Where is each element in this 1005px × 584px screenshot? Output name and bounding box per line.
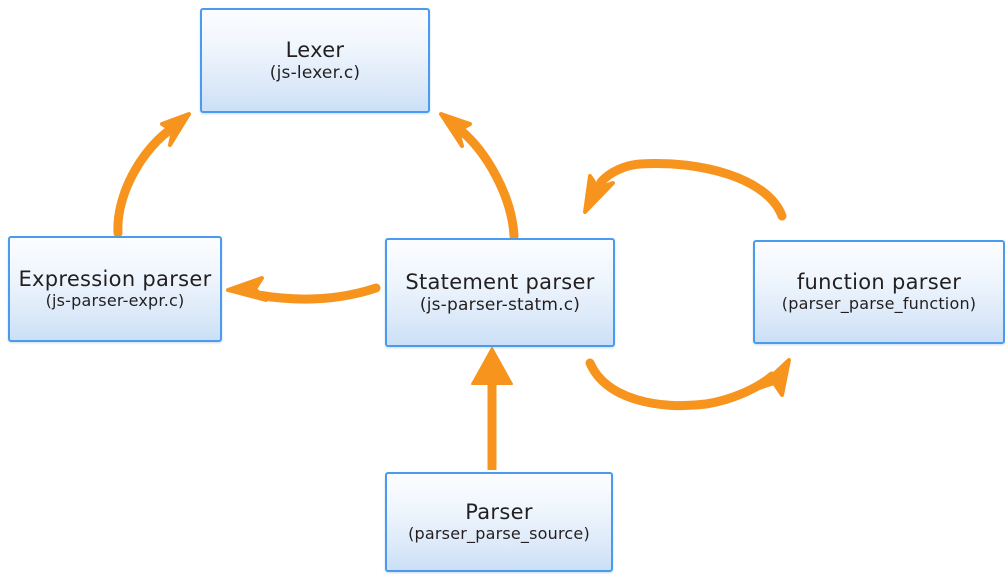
- node-statement-parser-subtitle: (js-parser-statm.c): [419, 295, 581, 316]
- node-function-parser-subtitle: (parser_parse_function): [781, 294, 977, 314]
- node-expression-parser[interactable]: Expression parser (js-parser-expr.c): [8, 236, 222, 342]
- node-parser-title: Parser: [465, 499, 533, 524]
- edge-statement-to-lexer: [439, 112, 519, 241]
- node-expression-parser-title: Expression parser: [18, 266, 212, 291]
- node-lexer-subtitle: (js-lexer.c): [269, 63, 361, 84]
- node-statement-parser[interactable]: Statement parser (js-parser-statm.c): [385, 238, 615, 347]
- edge-statement-to-expression: [226, 276, 381, 304]
- edge-function-to-statement: [583, 158, 787, 221]
- edge-parser-to-statement: [471, 347, 513, 470]
- node-statement-parser-title: Statement parser: [405, 269, 595, 294]
- edge-statement-to-function: [585, 358, 791, 411]
- node-lexer[interactable]: Lexer (js-lexer.c): [200, 8, 430, 113]
- node-parser-subtitle: (parser_parse_source): [408, 524, 590, 544]
- node-expression-parser-subtitle: (js-parser-expr.c): [45, 291, 185, 311]
- node-function-parser[interactable]: function parser (parser_parse_function): [753, 240, 1005, 344]
- node-function-parser-title: function parser: [796, 269, 962, 294]
- node-parser[interactable]: Parser (parser_parse_source): [385, 472, 613, 572]
- node-lexer-title: Lexer: [285, 37, 345, 62]
- edge-expression-to-lexer: [113, 112, 191, 238]
